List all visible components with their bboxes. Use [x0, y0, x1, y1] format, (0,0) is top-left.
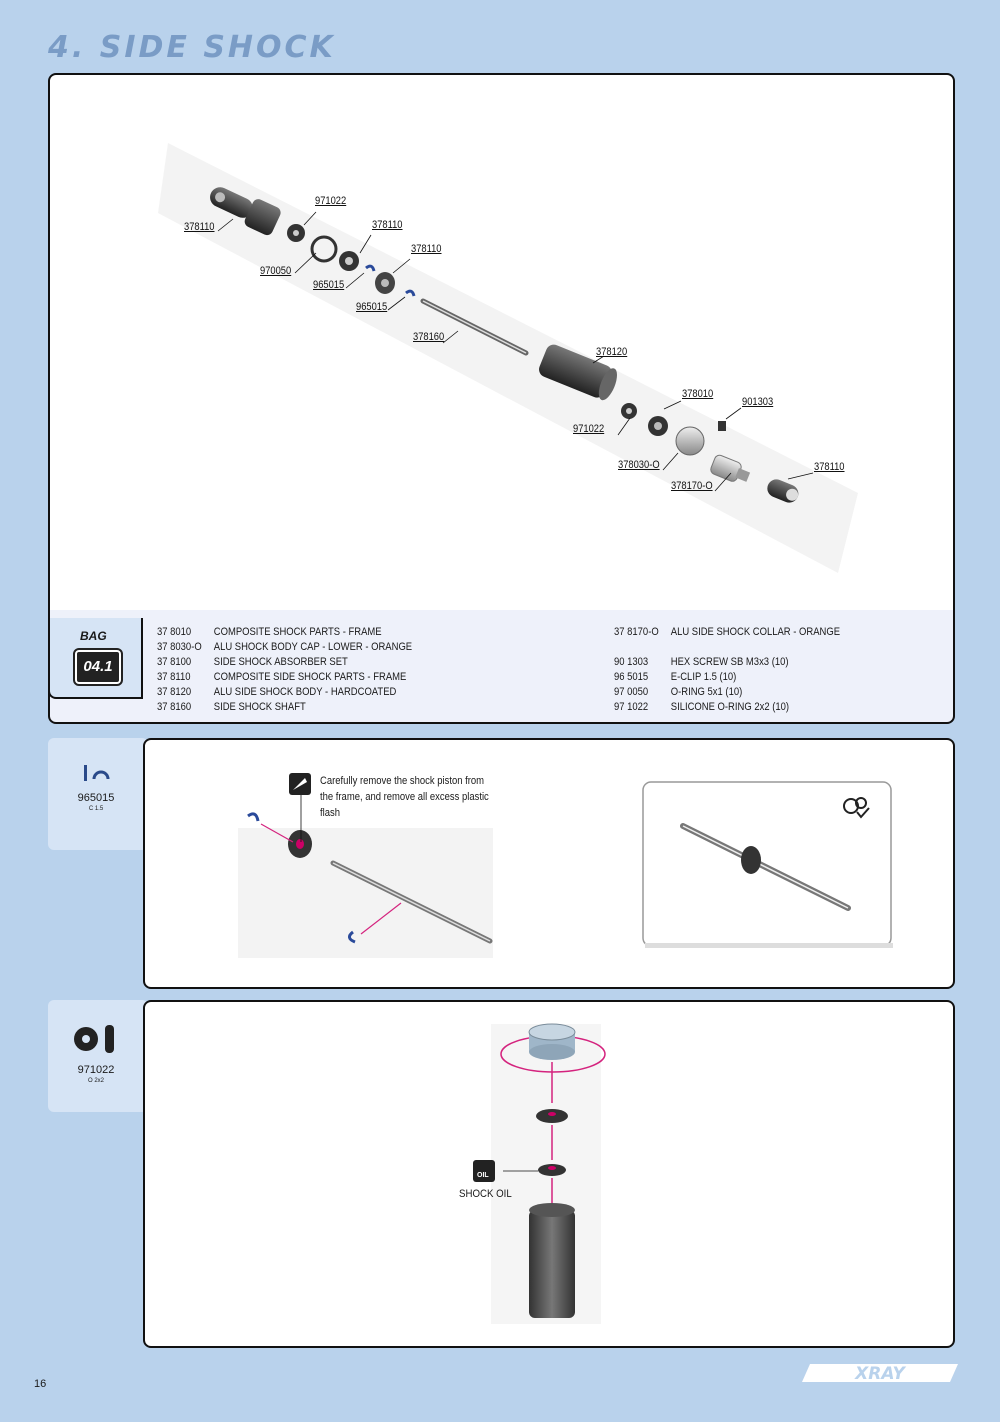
shock-oil-label: SHOCK OIL	[459, 1188, 512, 1200]
oil-icon: OIL	[477, 1172, 489, 1179]
callout-971022-top: 971022	[315, 195, 347, 207]
callout-965015-a: 965015	[313, 279, 345, 291]
callout-378010: 378010	[682, 388, 714, 400]
step2-part-tab	[48, 1000, 148, 1112]
step2-part-sub: O 2x2	[87, 1078, 104, 1084]
exploded-view-panel: 378110 971022 378110 378110 970050 96501…	[48, 73, 955, 620]
callout-378110-lower: 378110	[814, 461, 845, 473]
callout-970050: 970050	[260, 265, 292, 277]
step2-part-code: 971022	[77, 1064, 115, 1076]
page-title: 4. SIDE SHOCK	[48, 30, 336, 65]
step2-diagram	[473, 1023, 606, 1324]
callout-378110-upper: 378110	[372, 219, 403, 231]
callout-378120: 378120	[596, 346, 628, 358]
page-number: 16	[34, 1378, 47, 1390]
step1-part-sub: C 1.5	[88, 806, 104, 812]
callout-901303: 901303	[742, 396, 774, 408]
svg-text:XRAY: XRAY	[854, 1364, 906, 1384]
xray-logo: XRAY	[802, 1364, 958, 1384]
e-clip-icon	[84, 765, 110, 781]
step1-note: Carefully remove the shock piston from t…	[320, 775, 489, 819]
callout-378030-O: 378030-O	[618, 459, 660, 471]
bag-label: BAG	[80, 629, 107, 643]
bag-number: 04.1	[73, 648, 123, 686]
check-icon	[843, 797, 870, 819]
callout-378160: 378160	[413, 331, 445, 343]
callout-378110-piston: 378110	[411, 243, 442, 255]
callout-965015-b: 965015	[356, 301, 388, 313]
exploded-diagram	[158, 143, 858, 573]
step1-part-code: 965015	[77, 792, 115, 804]
step1-diagram	[238, 773, 893, 958]
step1-panel	[143, 738, 955, 989]
callout-378170-O: 378170-O	[671, 480, 713, 492]
callout-971022-bottom: 971022	[573, 423, 605, 435]
callout-378110-rod-end: 378110	[184, 221, 215, 233]
step1-part-tab	[48, 738, 148, 850]
step2-panel	[143, 1000, 955, 1348]
o-ring-icon	[74, 1025, 114, 1053]
